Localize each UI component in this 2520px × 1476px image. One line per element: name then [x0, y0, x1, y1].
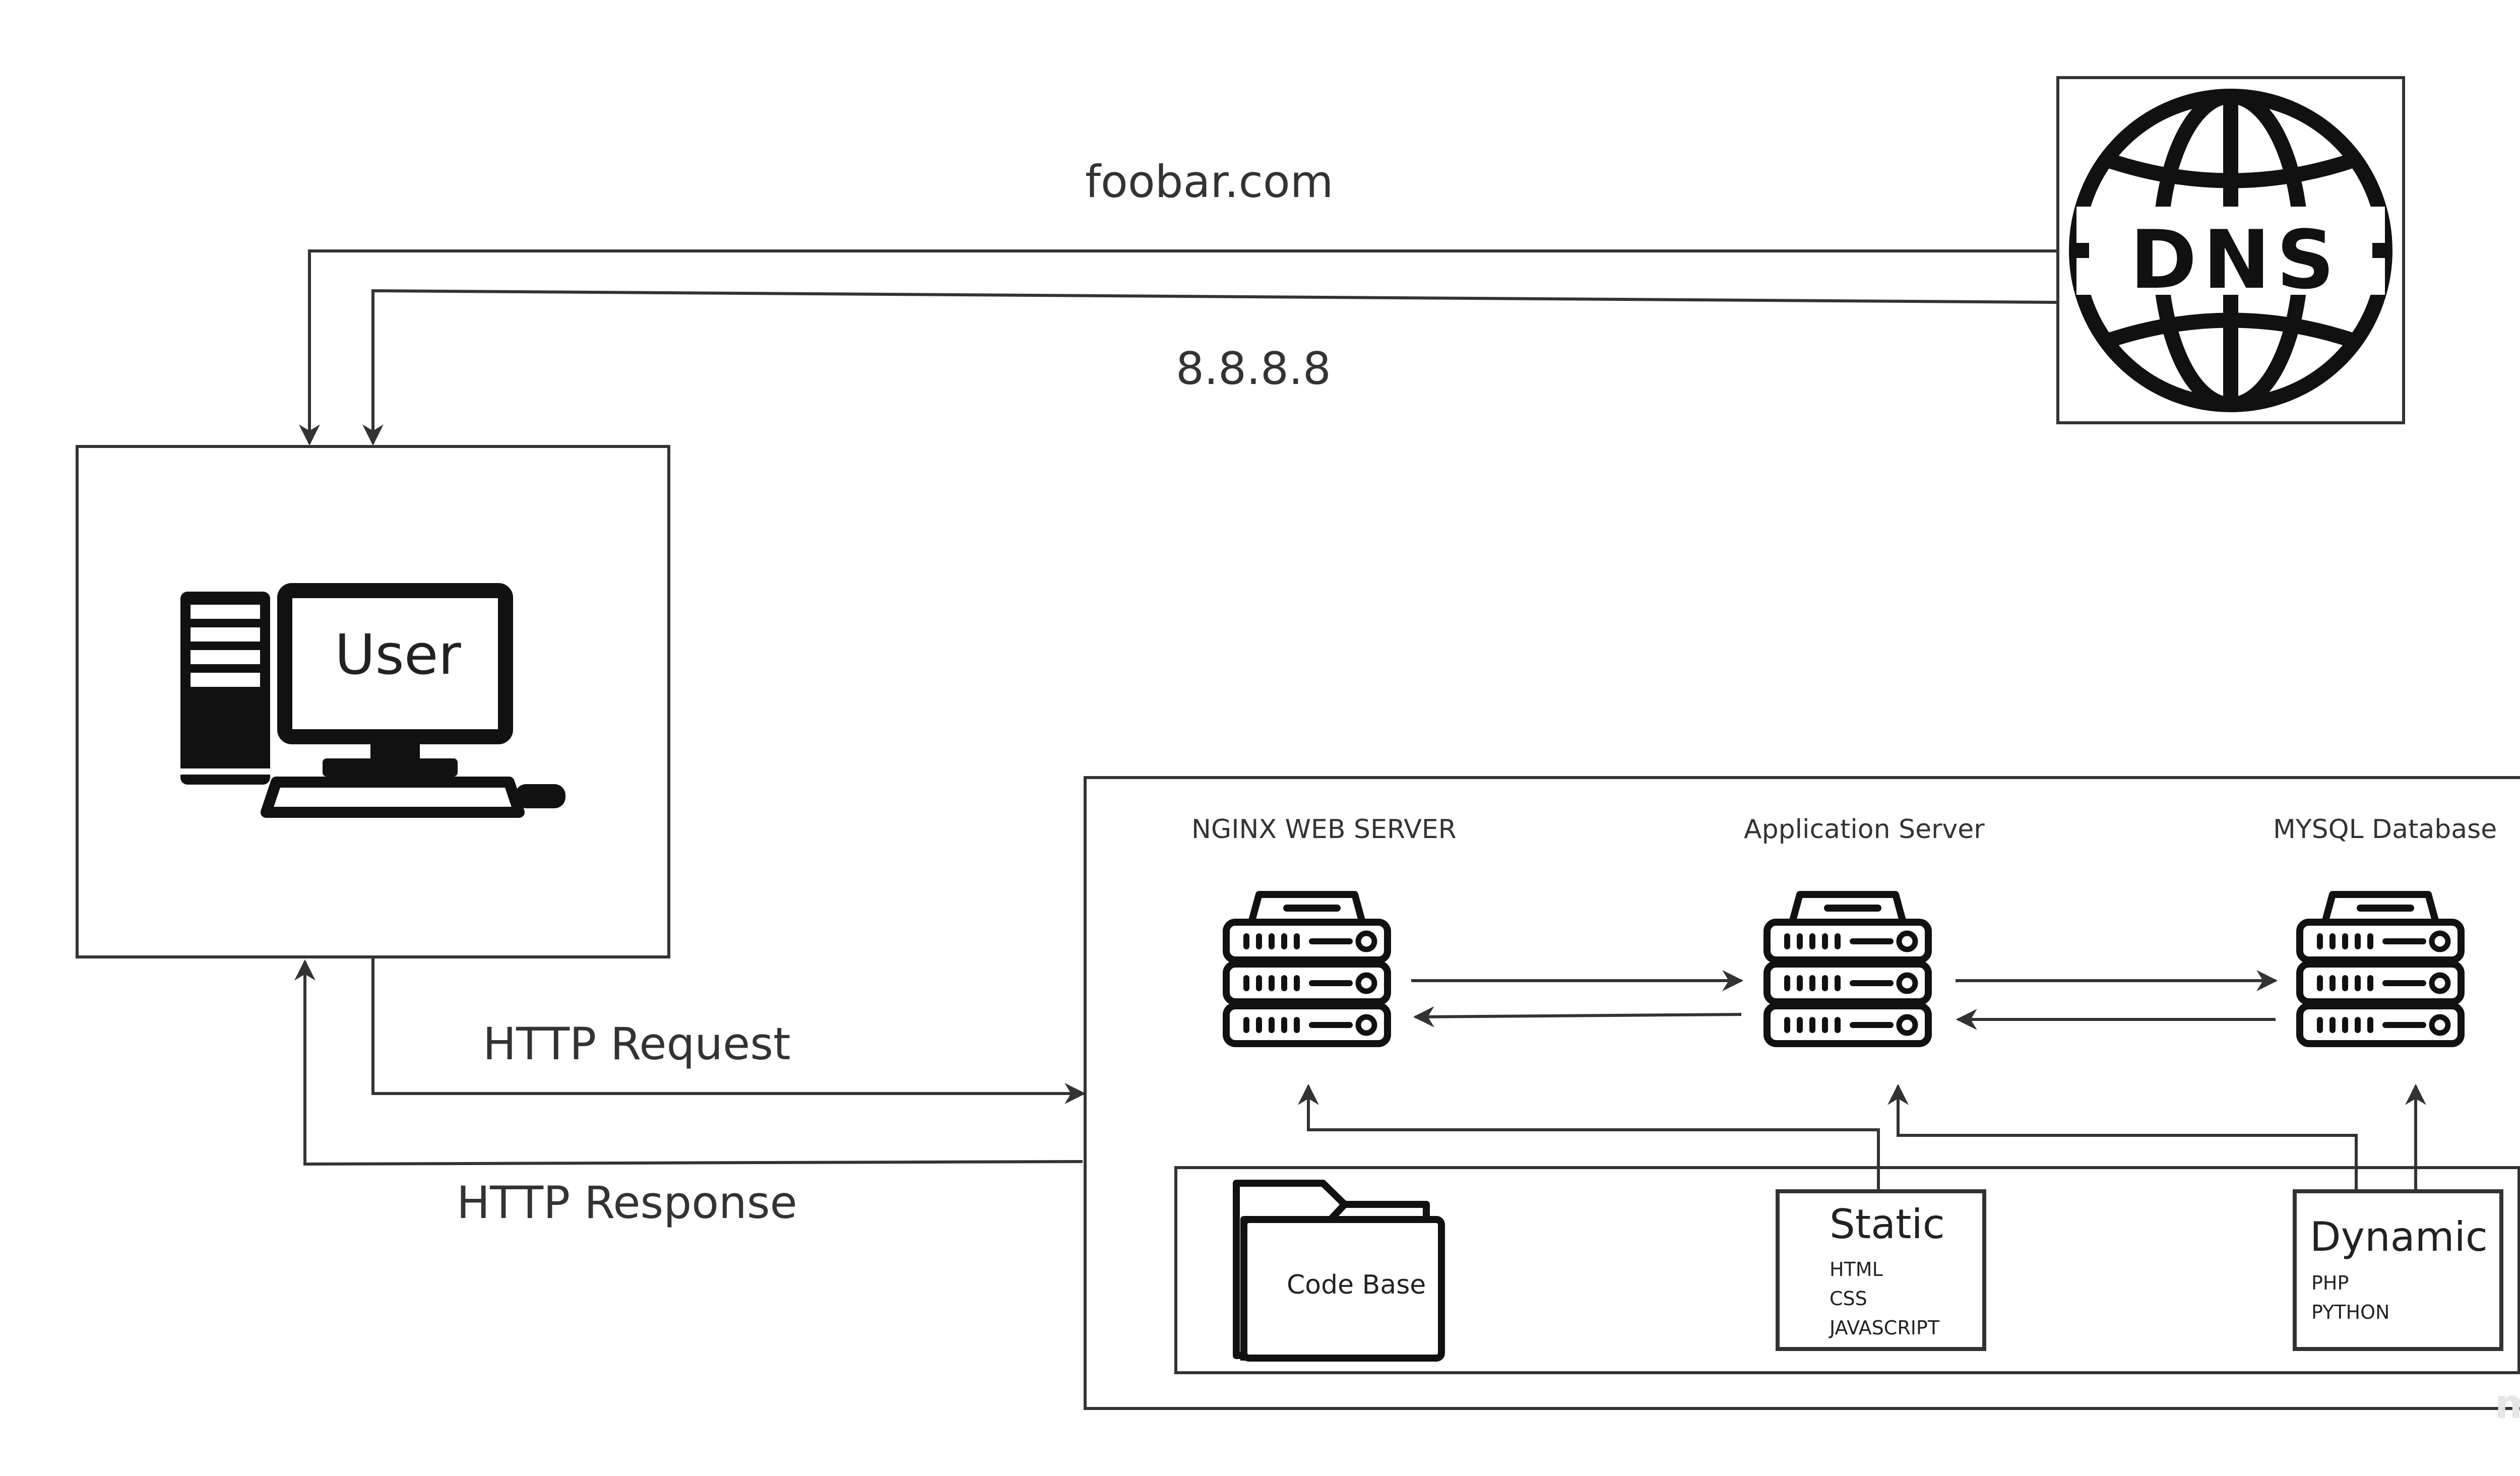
dns-reply-label: 8.8.8.8	[1176, 343, 1331, 395]
http-request-label: HTTP Request	[483, 1018, 791, 1070]
user-node	[76, 445, 670, 958]
dynamic-item: PHP	[2311, 1272, 2349, 1294]
web-server-label: NGINX WEB SERVER	[1191, 814, 1457, 845]
http-response-arrow	[294, 959, 1083, 1166]
database-server-icon	[2300, 894, 2461, 1044]
http-request-arrow	[371, 957, 1086, 1104]
dns-reply-arrow	[362, 289, 2058, 446]
static-title: Static	[1830, 1201, 1945, 1248]
dns-query-arrow	[299, 249, 2058, 446]
dynamic-item: PYTHON	[2311, 1301, 2390, 1323]
dynamic-box	[2293, 1189, 2503, 1351]
dns-label: DNS	[2130, 213, 2341, 307]
dns-node	[2056, 76, 2405, 424]
dns-query-label: foobar.com	[1085, 156, 1334, 208]
app-server-label: Application Server	[1744, 814, 1985, 845]
static-item: JAVASCRIPT	[1830, 1317, 1940, 1339]
static-item: CSS	[1830, 1288, 1867, 1310]
user-label: User	[335, 622, 461, 687]
codebase-container	[1174, 1166, 2520, 1374]
database-label: MYSQL Database	[2273, 814, 2497, 845]
static-box	[1776, 1189, 1986, 1351]
web-server-icon	[1226, 894, 1388, 1044]
app-server-icon	[1767, 894, 1928, 1044]
dns-arrows	[299, 249, 2058, 446]
dns-badge-background	[2076, 207, 2385, 295]
codebase-folder-label: Code Base	[1287, 1270, 1426, 1300]
miro-watermark: miro	[2495, 1381, 2520, 1428]
static-item: HTML	[1830, 1258, 1883, 1280]
http-response-label: HTTP Response	[457, 1177, 797, 1229]
server-link-arrows	[1411, 970, 2278, 1030]
computer-icon	[180, 583, 565, 818]
feed-arrows	[1298, 1083, 2426, 1191]
folder-icon	[1233, 1180, 1445, 1362]
dynamic-title: Dynamic	[2310, 1213, 2488, 1260]
http-arrows	[294, 957, 1086, 1166]
